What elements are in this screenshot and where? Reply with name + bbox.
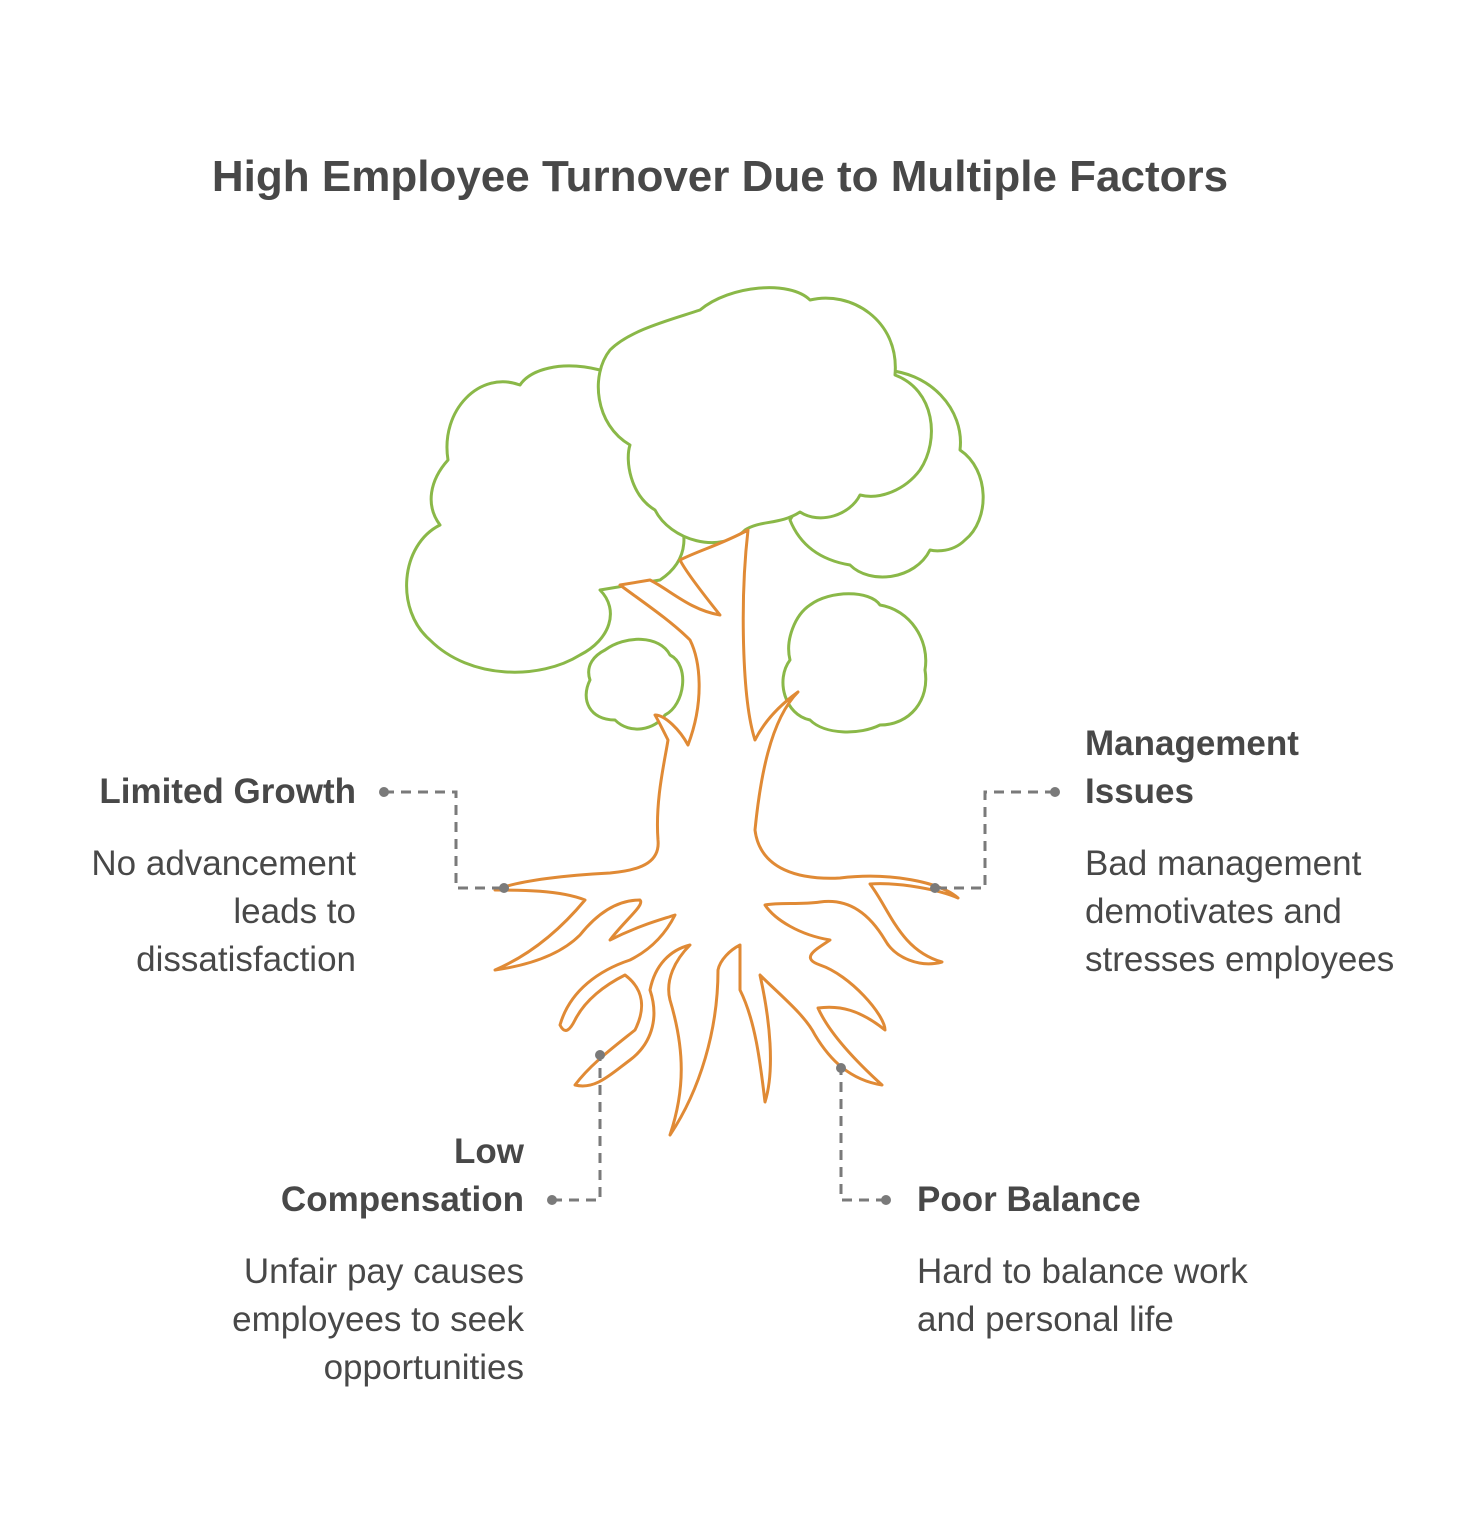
connectors (384, 790, 1055, 1202)
factor-heading: Poor Balance (917, 1180, 1141, 1219)
dot-compensation-root (595, 1050, 605, 1060)
dot-balance-label (881, 1195, 891, 1205)
canopy-top-cloud (596, 286, 933, 545)
canopy-small-right (781, 592, 928, 734)
connector-management-issues (935, 790, 1055, 890)
factor-heading: Low Compensation (280, 1132, 524, 1219)
connector-low-compensation (552, 1055, 602, 1202)
dot-management-label (1050, 787, 1060, 797)
connector-dots (379, 787, 1060, 1205)
factor-description: Unfair pay causes employees to seek oppo… (232, 1252, 524, 1387)
factor-management-issues: Management Issues Bad management demotiv… (1085, 720, 1415, 984)
factor-poor-balance: Poor Balance Hard to balance work and pe… (917, 1176, 1257, 1344)
factor-limited-growth: Limited Growth No advancement leads to d… (40, 768, 356, 984)
factor-low-compensation: Low Compensation Unfair pay causes emplo… (196, 1128, 524, 1392)
factor-description: Bad management demotivates and stresses … (1085, 844, 1395, 979)
factor-description: Hard to balance work and personal life (917, 1252, 1248, 1339)
canopy-small-left (584, 637, 685, 731)
dot-management-root (930, 883, 940, 893)
tree-trunk (493, 528, 960, 1137)
tree-trunk-roots (493, 528, 960, 1137)
connector-poor-balance (839, 1068, 886, 1202)
dot-balance-root (836, 1063, 846, 1073)
dot-compensation-label (547, 1195, 557, 1205)
tree-canopy (405, 286, 985, 734)
dot-limited-growth-label (379, 787, 389, 797)
dot-limited-growth-root (499, 883, 509, 893)
connector-limited-growth (384, 790, 504, 890)
factor-heading: Management Issues (1085, 724, 1299, 811)
factor-heading: Limited Growth (99, 772, 356, 811)
diagram-title: High Employee Turnover Due to Multiple F… (211, 152, 1229, 201)
factor-description: No advancement leads to dissatisfaction (91, 844, 356, 979)
